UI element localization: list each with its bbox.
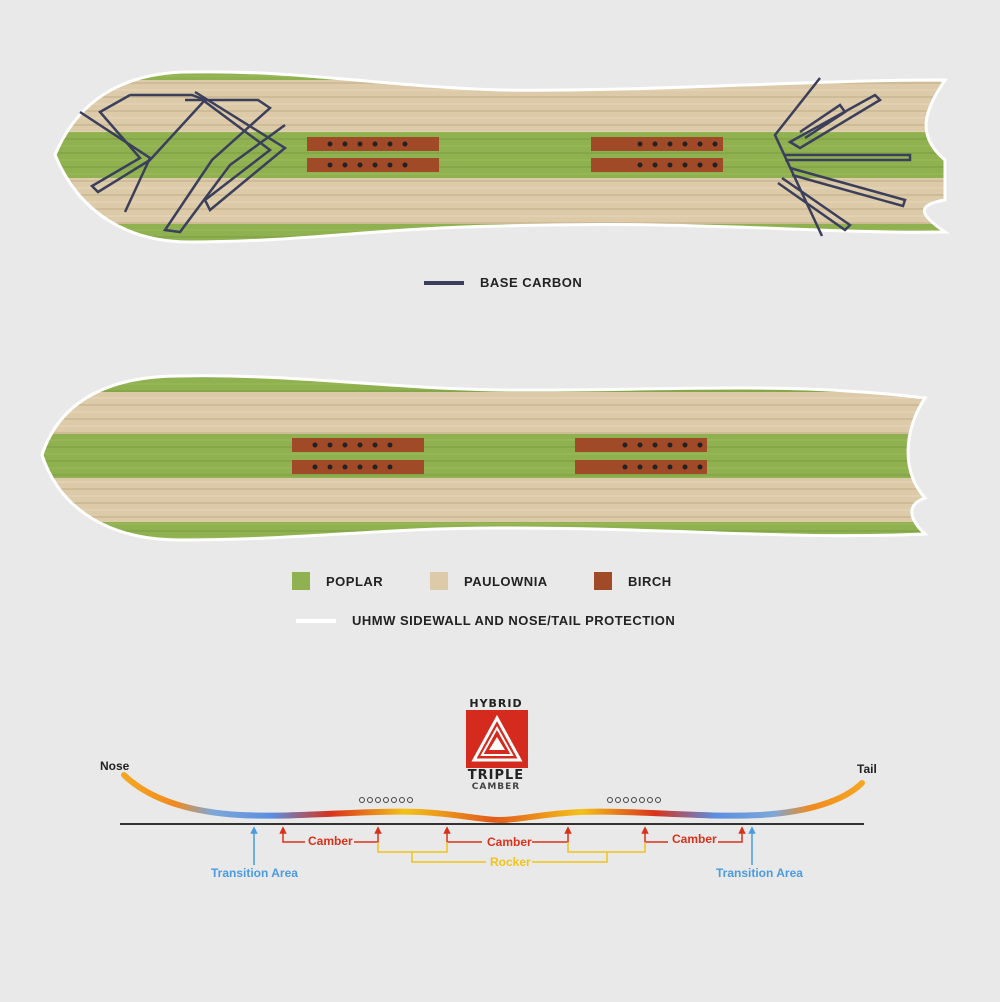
insert-pack-left — [292, 438, 424, 474]
insert-dots-left — [359, 797, 413, 803]
hybrid-triple-camber-logo: HYBRID TRIPLE CAMBER — [458, 697, 538, 797]
tail-label: Tail — [857, 762, 877, 776]
camber-label-right: Camber — [672, 832, 717, 846]
insert-pack-left — [307, 137, 439, 172]
logo-triangle-icon — [466, 710, 528, 768]
logo-line3: CAMBER — [471, 782, 521, 792]
rocker-label: Rocker — [490, 855, 531, 869]
logo-line2: TRIPLE — [467, 768, 525, 783]
legend-paulownia: PAULOWNIA — [464, 573, 548, 589]
camber-label-left: Camber — [308, 834, 353, 848]
transition-label-right: Transition Area — [716, 866, 803, 880]
board-top-carbon — [53, 70, 950, 244]
camber-label-mid: Camber — [487, 835, 532, 849]
nose-label: Nose — [100, 759, 130, 773]
legend-base-carbon: BASE CARBON — [480, 275, 583, 290]
uhmw-swatch — [296, 618, 336, 623]
insert-dots-right — [607, 797, 661, 803]
carbon-stringers-tail — [773, 77, 912, 237]
insert-pack-right — [575, 438, 707, 474]
board-profile-line — [121, 772, 865, 824]
legend-uhmw: UHMW SIDEWALL AND NOSE/TAIL PROTECTION — [352, 613, 676, 628]
poplar-swatch — [292, 572, 310, 590]
transition-label-left: Transition Area — [211, 866, 298, 880]
legend-poplar: POPLAR — [326, 573, 384, 589]
board-core — [40, 374, 929, 542]
logo-line1: HYBRID — [469, 697, 523, 710]
base-carbon-swatch — [424, 280, 464, 285]
legend-birch: BIRCH — [628, 573, 672, 589]
insert-pack-right — [591, 137, 723, 172]
camber-profile-diagram — [120, 772, 865, 865]
paulownia-swatch — [430, 572, 448, 590]
carbon-stringers-nose — [79, 90, 288, 234]
birch-swatch — [594, 572, 612, 590]
